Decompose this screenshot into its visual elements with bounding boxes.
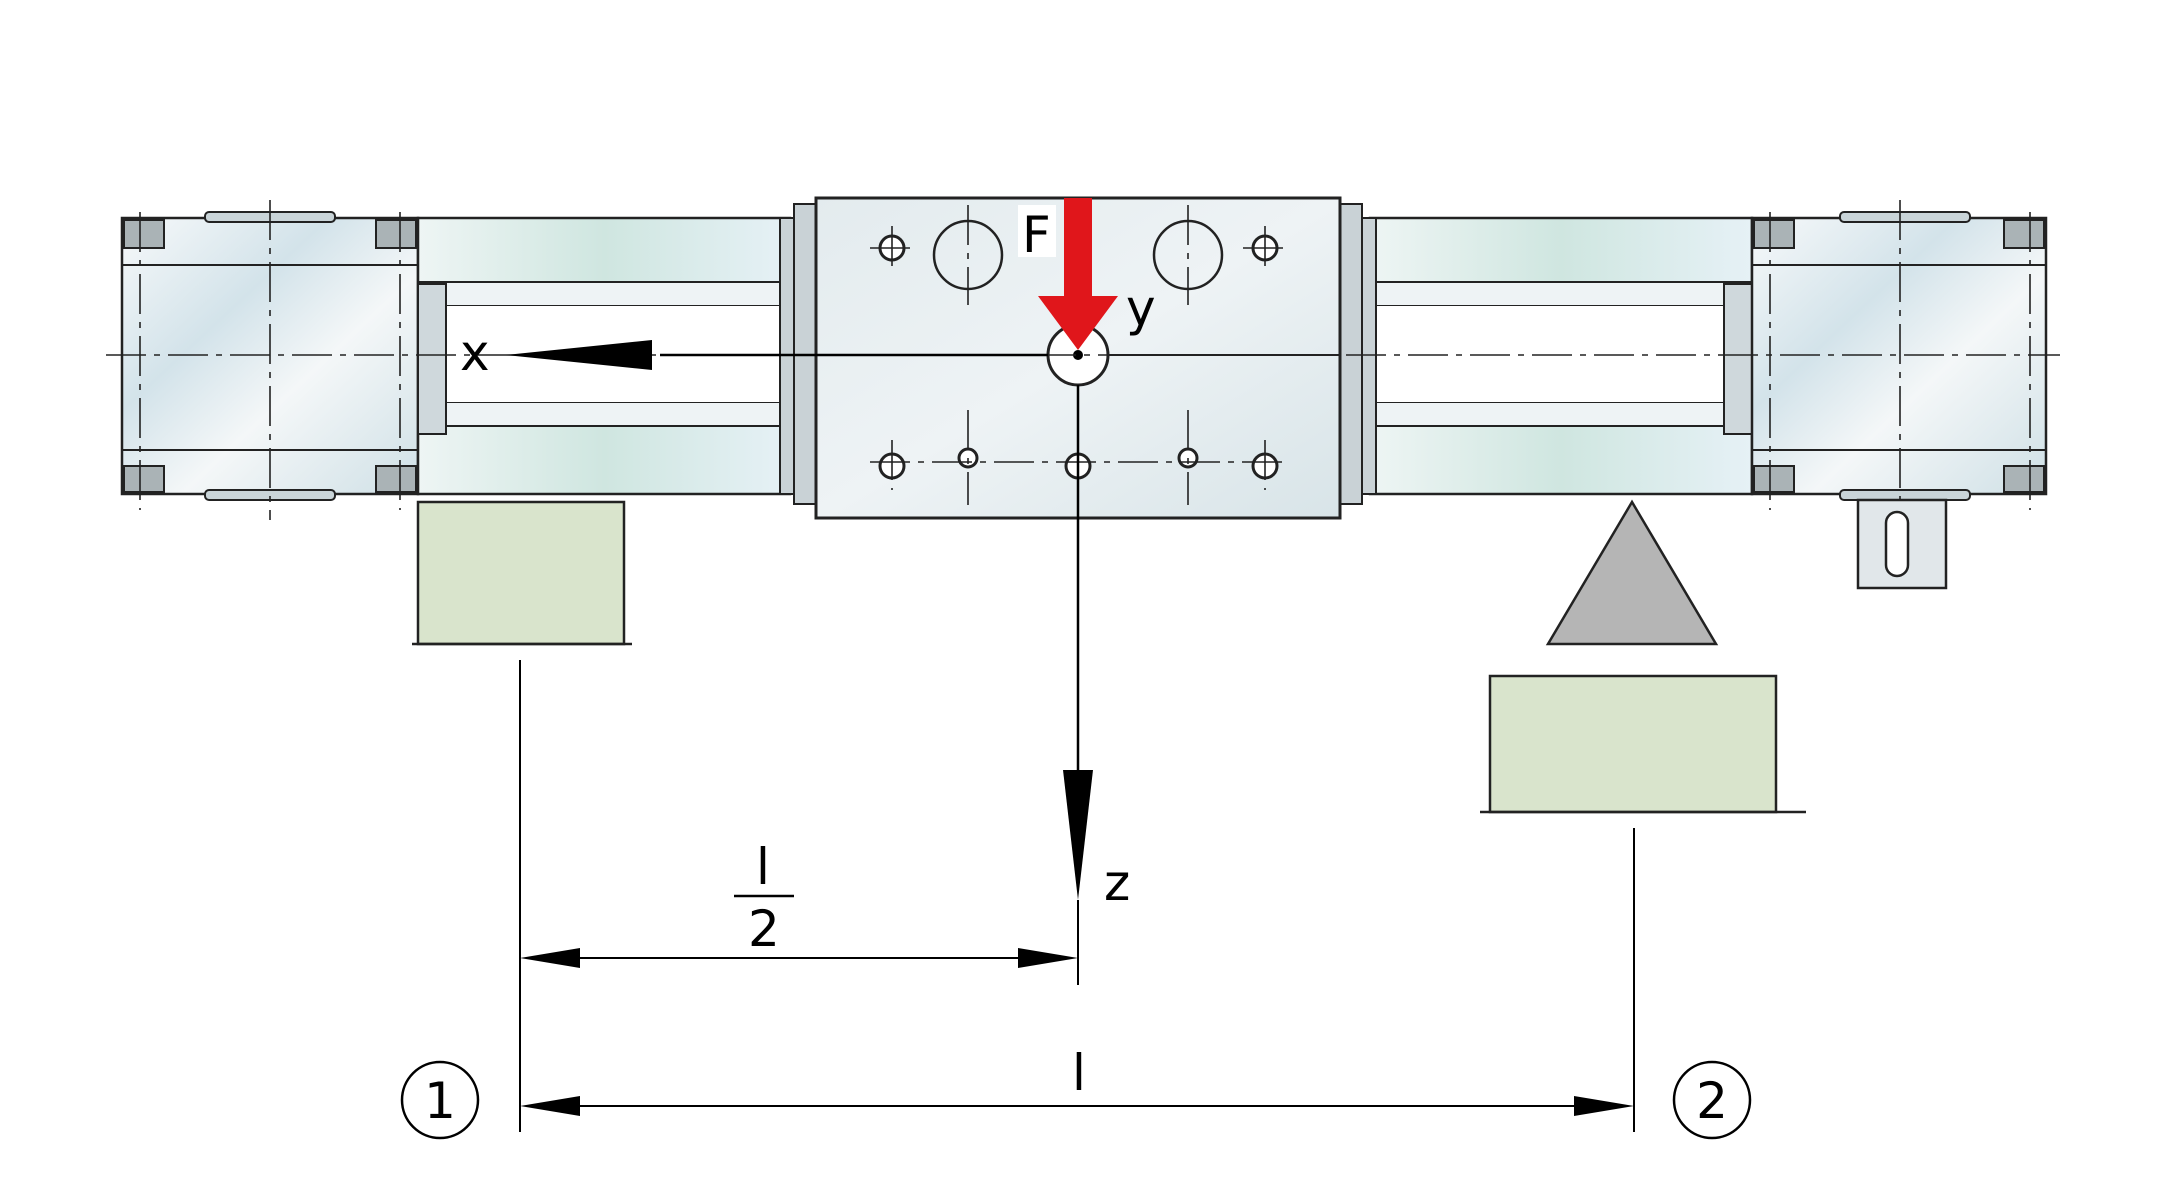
z-axis-arrow [1063,385,1093,900]
right-end-cap [1750,200,2048,520]
z-axis-label: z [1104,854,1130,912]
force-arrow [1038,198,1118,350]
y-axis-label: y [1126,279,1156,337]
right-profile-rail [1361,216,1754,496]
dimension-half-length [520,948,1078,968]
left-profile-rail [416,216,795,496]
drive-shaft [1856,498,1948,590]
callout-support-2: 2 [1672,1060,1752,1140]
dimension-length [520,1096,1634,1116]
support-triangle-right [1545,499,1719,646]
support-block-right [1480,674,1806,814]
callout-support-1-number: 1 [424,1072,456,1130]
callout-support-2-number: 2 [1696,1072,1728,1130]
x-axis-label: x [460,324,490,382]
callout-support-1: 1 [400,1060,480,1140]
half-length-denominator: 2 [748,900,780,958]
force-label: F [1022,206,1051,264]
length-label: l [1072,1044,1086,1102]
x-axis-arrow [506,340,1048,370]
left-end-cap [120,200,420,520]
support-block-left [412,500,632,646]
half-length-numerator: l [756,838,770,896]
